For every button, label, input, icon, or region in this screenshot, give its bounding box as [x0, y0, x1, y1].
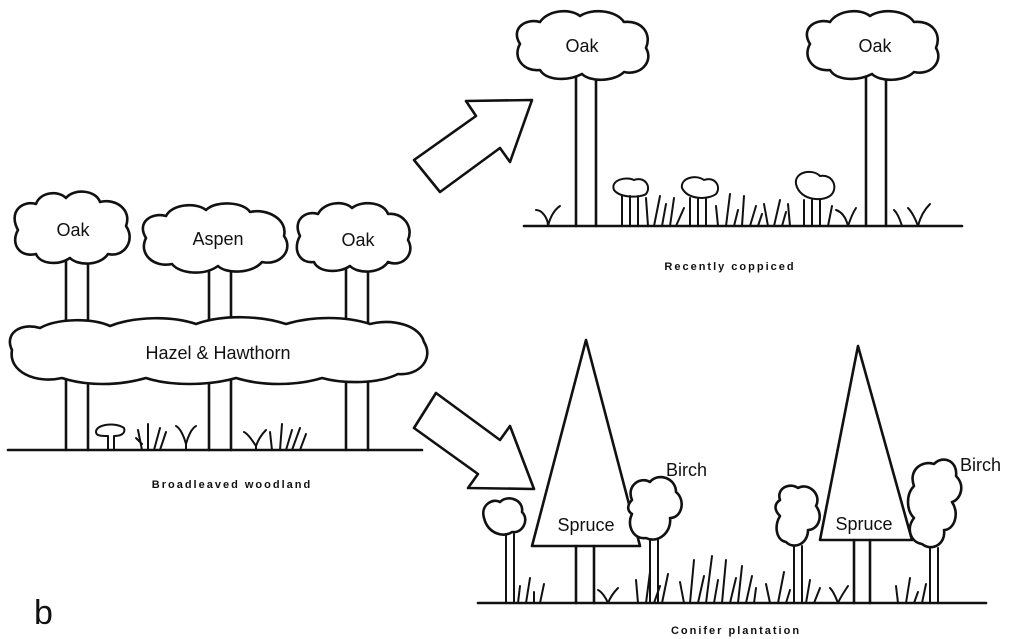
- arrow-to-conifer: [412, 391, 536, 491]
- birch-trees: [482, 458, 963, 604]
- oak-tree-left: Oak: [13, 190, 131, 452]
- arrow-to-coppiced: [412, 98, 534, 194]
- oak-tree-right: Oak: [295, 201, 412, 452]
- spruce-tree-left: Spruce: [530, 338, 642, 605]
- spruce-tree-right: Spruce: [818, 344, 914, 605]
- aspen-tree: Aspen: [141, 202, 289, 452]
- tree-label-aspen: Aspen: [192, 229, 243, 249]
- oak-tree-coppiced-left: Oak: [515, 9, 650, 228]
- caption-conifer: Conifer plantation: [671, 625, 801, 637]
- birch-label: Birch: [666, 460, 707, 480]
- ground-flora: [95, 423, 307, 451]
- caption-coppiced: Recently coppiced: [664, 261, 795, 273]
- tree-label-oak: Oak: [341, 230, 375, 250]
- recently-coppiced: Oak Oak Recently coppiced: [515, 9, 964, 273]
- ground-flora: [517, 555, 927, 604]
- birch-label: Birch: [960, 455, 1001, 475]
- tree-label-spruce: Spruce: [557, 515, 614, 535]
- caption-broadleaved: Broadleaved woodland: [152, 479, 312, 491]
- tree-label-oak: Oak: [858, 36, 892, 56]
- coppice-regrowth: [535, 170, 931, 227]
- oak-tree-coppiced-right: Oak: [805, 9, 940, 228]
- panel-letter: b: [34, 594, 53, 632]
- understorey-label: Hazel & Hawthorn: [145, 343, 290, 363]
- broadleaved-woodland: Oak Aspen Oak Hazel & Hawthorn Broadl: [6, 190, 429, 491]
- tree-label-spruce: Spruce: [835, 514, 892, 534]
- conifer-plantation: Spruce Spruce Birch Birch: [476, 338, 1001, 637]
- hazel-hawthorn-layer: Hazel & Hawthorn: [8, 315, 429, 386]
- tree-label-oak: Oak: [565, 36, 599, 56]
- tree-label-oak: Oak: [56, 220, 90, 240]
